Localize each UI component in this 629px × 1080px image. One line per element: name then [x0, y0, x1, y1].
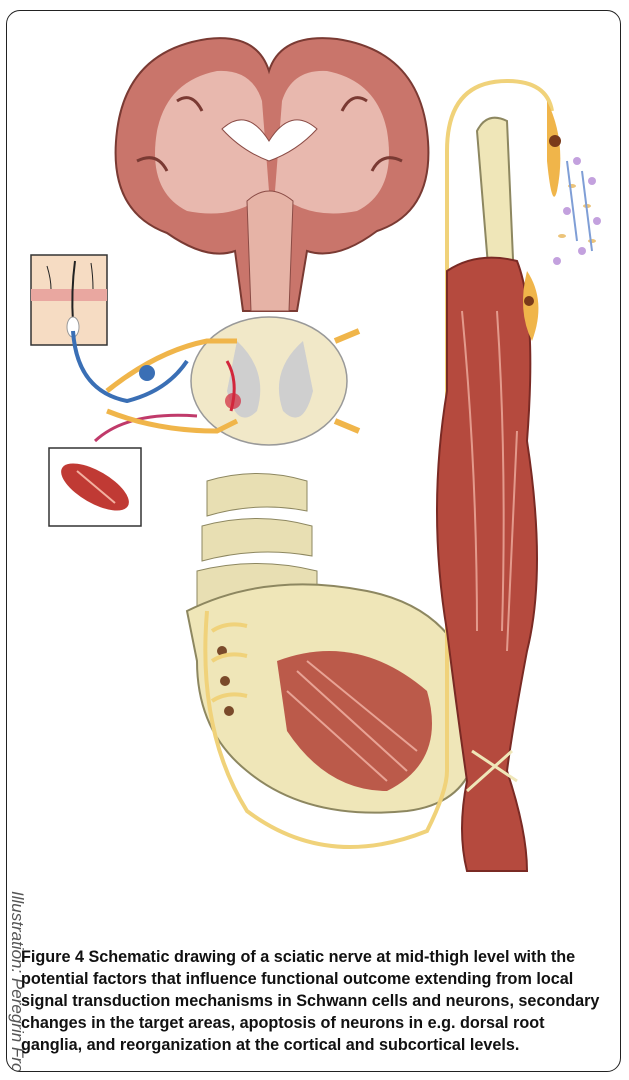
figure-caption: Figure 4 Schematic drawing of a sciatic … [21, 946, 609, 1056]
nerve-detail-callouts [523, 101, 601, 341]
figure-frame: Illustration: Peregrin Frost Figure 4 Sc… [6, 10, 621, 1072]
credit-text: Illustration: Peregrin Frost [7, 891, 27, 915]
figure-label: Figure 4 [21, 948, 84, 966]
spinal-cord-section [191, 317, 347, 445]
anatomy-illustration [7, 11, 621, 931]
caption-text: Schematic drawing of a sciatic nerve at … [21, 948, 599, 1054]
muscle-inset [49, 448, 141, 526]
brain-section [116, 38, 429, 311]
skin-inset [31, 255, 107, 345]
spine-pelvis [187, 474, 478, 813]
